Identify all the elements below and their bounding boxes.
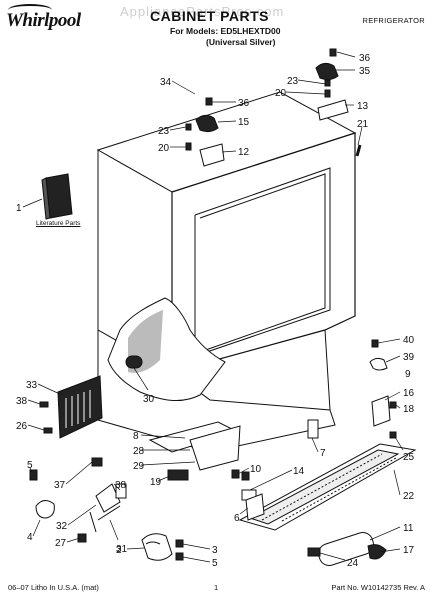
front-grille: [238, 443, 417, 531]
upper-hinge-right: [315, 48, 362, 157]
literature-booklet: [41, 173, 73, 220]
callout-c13: 13: [357, 101, 369, 112]
callout-c12: 12: [238, 147, 250, 158]
footer-page-number: 1: [214, 583, 219, 592]
brand-logo: Whirlpool: [6, 4, 81, 32]
footer-part-number: Part No. W10142735 Rev. A: [331, 583, 425, 592]
callout-c19: 19: [150, 477, 162, 488]
callout-c38b: 38: [115, 480, 127, 491]
watermark: AppliancePartsPros.com: [120, 4, 285, 19]
right-side-parts: [307, 339, 397, 439]
callout-c23b: 23: [158, 126, 170, 137]
callout-c3: 3: [212, 545, 218, 556]
callout-c36b: 36: [238, 98, 250, 109]
callout-c27: 27: [55, 538, 67, 549]
callout-c21: 21: [357, 119, 369, 130]
callout-c33: 33: [26, 380, 38, 391]
callout-c10: 10: [250, 464, 262, 475]
footer-litho: 06–07 Litho In U.S.A. (mat): [8, 583, 99, 592]
callout-c9: 9: [405, 369, 411, 380]
callout-c23a: 23: [287, 76, 299, 87]
callout-c24: 24: [347, 558, 359, 569]
callout-c32: 32: [56, 521, 68, 532]
left-lower-parts: [29, 457, 127, 543]
left-grille: [39, 375, 103, 439]
callout-c8: 8: [133, 431, 139, 442]
callout-c30: 30: [143, 394, 155, 405]
callout-c7: 7: [320, 448, 326, 459]
callout-c29: 29: [133, 461, 145, 472]
callout-c5b: 5: [212, 558, 218, 569]
callout-c35: 35: [359, 66, 371, 77]
callout-c37: 37: [54, 480, 66, 491]
callout-c14: 14: [293, 466, 305, 477]
callout-c6: 6: [234, 513, 240, 524]
callout-c2: 2: [116, 545, 122, 556]
callout-c28: 28: [133, 446, 145, 457]
callout-c25: 25: [403, 452, 415, 463]
drain-pan: [307, 531, 387, 567]
bottom-hinge: [141, 533, 184, 561]
callout-c34: 34: [160, 77, 172, 88]
insulation-cutaway: [107, 297, 226, 401]
callout-c38a: 38: [16, 396, 28, 407]
models-line: For Models: ED5LHEXTD00: [170, 26, 281, 36]
category-label: REFRIGERATOR: [362, 16, 425, 25]
callout-c40: 40: [403, 335, 415, 346]
callout-c36a: 36: [359, 53, 371, 64]
callout-c1: 1: [16, 203, 22, 214]
callout-c20a: 20: [275, 88, 287, 99]
callout-c5: 5: [27, 460, 33, 471]
upper-hinge-left: [185, 97, 225, 167]
callout-c26: 26: [16, 421, 28, 432]
variant-line: (Universal Silver): [206, 37, 276, 47]
callout-c22: 22: [403, 491, 415, 502]
callout-c4: 4: [27, 532, 33, 543]
callout-c20b: 20: [158, 143, 170, 154]
callout-c39: 39: [403, 352, 415, 363]
lower-mechanism: [148, 421, 265, 521]
callout-c18: 18: [403, 404, 415, 415]
callout-c17: 17: [403, 545, 415, 556]
callout-c11: 11: [403, 523, 414, 534]
callout-c31: 31: [116, 544, 128, 555]
page-title: CABINET PARTS: [150, 8, 270, 24]
callout-c15: 15: [238, 117, 250, 128]
cabinet-shell: [96, 91, 357, 453]
literature-parts-label: Literature Parts: [36, 220, 81, 227]
leader-lines: [22, 51, 404, 563]
callout-c16: 16: [403, 388, 415, 399]
base-pan: [125, 355, 143, 369]
